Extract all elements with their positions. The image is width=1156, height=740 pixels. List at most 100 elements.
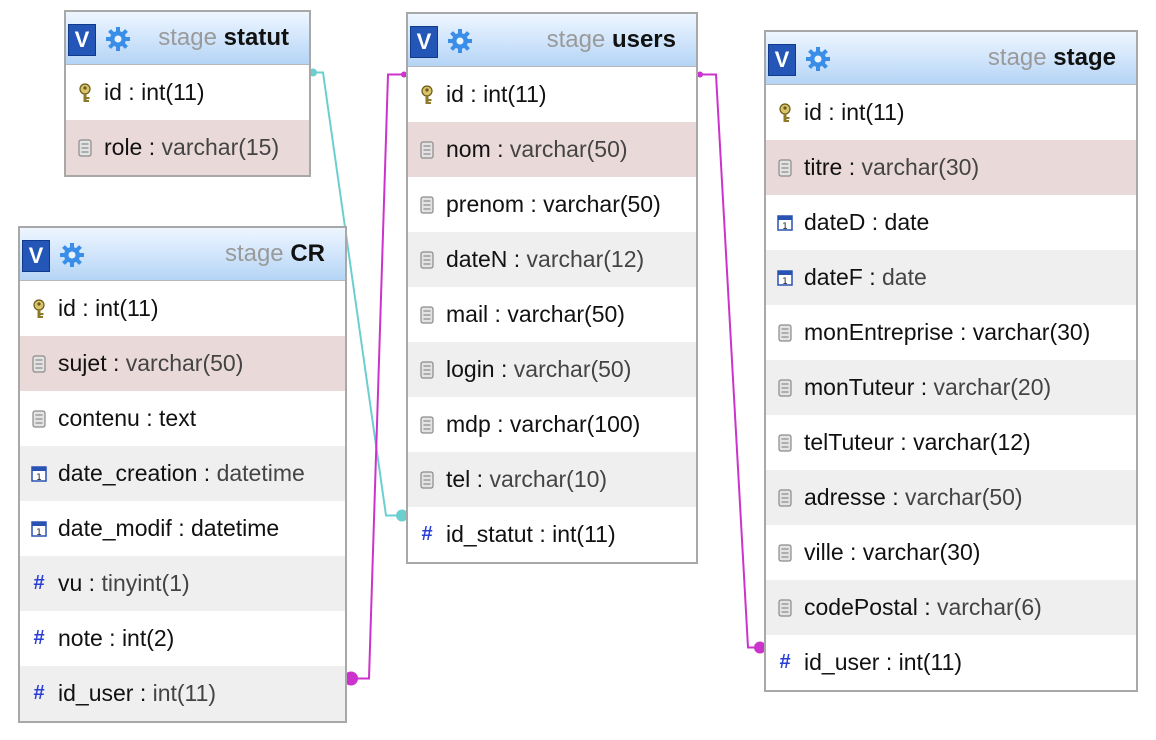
svg-text:1: 1 [36,528,42,537]
text-field-icon [776,378,794,397]
column-row-id_user[interactable]: #id_user : int(11) [20,666,345,721]
gear-icon[interactable] [104,25,132,53]
column-separator: : [102,625,122,651]
database-name: stage [224,240,284,267]
column-name: vu [58,570,83,596]
column-type: text [159,405,197,431]
column-type: varchar(50) [125,350,244,376]
column-separator: : [842,154,862,180]
column-row-monEntreprise[interactable]: monEntreprise : varchar(30) [766,305,1136,360]
column-type: varchar(30) [972,319,1091,345]
gear-icon[interactable] [446,27,474,55]
column-type: varchar(10) [489,466,608,492]
column-row-nom[interactable]: nom : varchar(50) [408,122,696,177]
number-icon: # [33,682,45,704]
column-row-id_statut[interactable]: #id_statut : int(11) [408,507,696,562]
column-row-tel[interactable]: tel : varchar(10) [408,452,696,507]
column-name: id_user [804,649,880,675]
collapse-toggle-icon[interactable]: V [68,24,96,56]
database-name: stage [987,44,1047,71]
column-separator: : [917,594,937,620]
text-field-icon [776,488,794,507]
column-name: nom [446,136,491,162]
column-separator: : [121,79,142,105]
column-row-monTuteur[interactable]: monTuteur : varchar(20) [766,360,1136,415]
column-row-contenu[interactable]: contenu : text [20,391,345,446]
collapse-toggle-icon[interactable]: V [22,240,50,272]
column-separator: : [893,429,914,455]
column-type: varchar(50) [509,136,628,162]
column-name: sujet [58,350,107,376]
column-row-codePostal[interactable]: codePostal : varchar(6) [766,580,1136,635]
column-separator: : [470,466,490,492]
column-separator: : [75,295,96,321]
column-row-mail[interactable]: mail : varchar(50) [408,287,696,342]
column-name: mdp [446,411,491,437]
column-row-titre[interactable]: titre : varchar(30) [766,140,1136,195]
table-title: stage CR [225,228,325,280]
column-type: varchar(100) [509,411,641,437]
column-separator: : [821,99,842,125]
column-row-role[interactable]: role : varchar(15) [66,120,309,175]
gear-icon[interactable] [58,241,86,269]
column-separator: : [82,570,102,596]
column-name: id [804,99,822,125]
column-separator: : [523,191,544,217]
column-row-ville[interactable]: ville : varchar(30) [766,525,1136,580]
column-row-id[interactable]: id : int(11) [408,67,696,122]
column-type: varchar(30) [861,154,980,180]
gear-icon[interactable] [804,45,832,73]
column-row-id_user[interactable]: #id_user : int(11) [766,635,1136,690]
column-type: varchar(50) [507,301,625,327]
database-name: stage [158,24,217,51]
column-row-note[interactable]: #note : int(2) [20,611,345,666]
date-icon: 1 [776,269,794,287]
column-separator: : [843,539,863,565]
relation-end-users-id-statut [396,509,408,522]
column-name: tel [446,466,471,492]
column-type: int(11) [483,81,547,107]
text-field-icon [776,323,794,342]
column-row-dateN[interactable]: dateN : varchar(12) [408,232,696,287]
column-separator: : [171,515,191,541]
svg-text:1: 1 [782,277,788,286]
column-name: dateN [446,246,508,272]
column-separator: : [197,460,217,486]
column-row-id[interactable]: id : int(11) [66,65,309,120]
column-separator: : [862,264,882,290]
table-name: statut [223,24,289,51]
column-type: int(11) [552,521,616,547]
column-type: datetime [216,460,305,486]
collapse-toggle-icon[interactable]: V [768,44,796,76]
column-name: date_creation [58,460,198,486]
column-type: tinyint(1) [101,570,190,596]
column-name: adresse [804,484,886,510]
column-row-prenom[interactable]: prenom : varchar(50) [408,177,696,232]
relation-end-statut-id [309,68,317,77]
column-row-id[interactable]: id : int(11) [20,281,345,336]
column-row-adresse[interactable]: adresse : varchar(50) [766,470,1136,525]
key-icon [30,298,48,318]
column-separator: : [865,209,885,235]
column-row-vu[interactable]: # vu : tinyint(1) [20,556,345,611]
number-icon: # [33,572,45,594]
column-row-login[interactable]: login : varchar(50) [408,342,696,397]
column-name: id_statut [446,521,533,547]
column-row-mdp[interactable]: mdp : varchar(100) [408,397,696,452]
column-row-id[interactable]: id : int(11) [766,85,1136,140]
column-row-telTuteur[interactable]: telTuteur : varchar(12) [766,415,1136,470]
collapse-toggle-icon[interactable]: V [410,26,438,58]
column-row-sujet[interactable]: sujet : varchar(50) [20,336,345,391]
